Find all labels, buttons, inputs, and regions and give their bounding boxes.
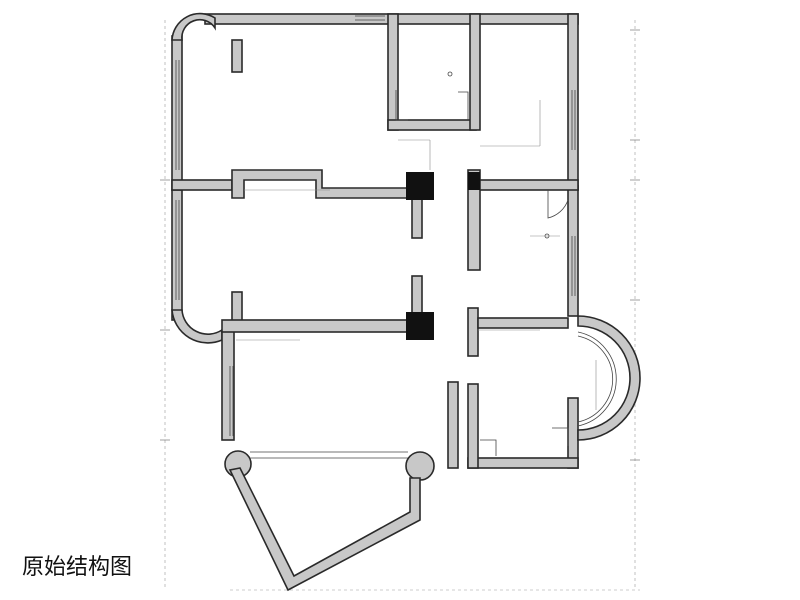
door-swings: [395, 71, 569, 456]
right-bay-window: [577, 315, 641, 441]
structural-columns: [406, 172, 480, 340]
interior-walls: [221, 13, 579, 469]
diagram-caption: 原始结构图: [22, 555, 133, 580]
annotation-leaders: [236, 100, 597, 410]
balcony: [224, 450, 435, 592]
dimension-guides: [160, 20, 640, 591]
windows: [175, 15, 576, 436]
